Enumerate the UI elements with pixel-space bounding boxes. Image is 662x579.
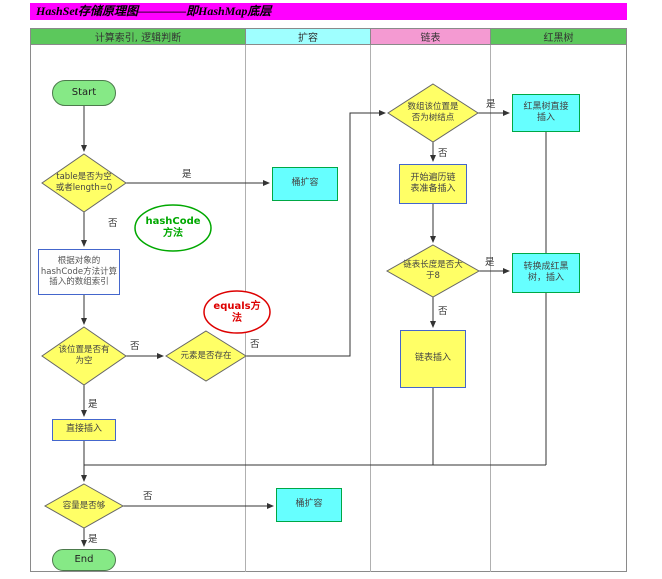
edge-label-len-yes: 是	[485, 257, 495, 268]
decision-pos-empty-label: 该位置是否有 为空	[58, 345, 110, 366]
bucket-expand-bottom-process: 桶扩容	[276, 488, 342, 522]
equals-cloud-shape	[203, 290, 271, 334]
decision-elem-exist-label: 元素是否存在	[180, 350, 232, 361]
hashcode-cloud-shape	[134, 204, 212, 252]
connector-exist-no-treecheck	[246, 110, 386, 357]
edge-label-tree-yes: 是	[486, 99, 496, 110]
traverse-list-process: 开始遍历链 表准备插入	[399, 164, 467, 204]
convert-rbt-process: 转换成红黑 树，插入	[512, 253, 580, 293]
decision-table-empty-shape	[41, 153, 127, 213]
edge-label-pos-no: 否	[130, 341, 140, 352]
rbt-insert-process: 红黑树直接 插入	[512, 94, 580, 132]
decision-list-len-shape	[385, 244, 481, 298]
edge-label-capacity-yes: 是	[88, 534, 98, 545]
decision-elem-exist-shape	[165, 330, 247, 382]
end-node: End	[52, 549, 116, 571]
diagram-title: HashSet存储原理图————即HashMap底层	[30, 3, 627, 20]
edge-label-table-no: 否	[108, 218, 118, 229]
lane-divider-3	[490, 45, 491, 572]
edge-label-table-yes: 是	[182, 169, 192, 180]
decision-list-len-label: 链表长度是否大 于8	[403, 260, 463, 281]
edge-label-len-no: 否	[438, 306, 448, 317]
direct-insert-process: 直接插入	[52, 419, 116, 441]
lane-divider-2	[370, 45, 371, 572]
compute-index-process: 根据对象的 hashCode方法计算 插入的数组索引	[38, 249, 120, 295]
start-node: Start	[52, 80, 116, 106]
list-insert-process: 链表插入	[400, 330, 466, 388]
edge-label-tree-no: 否	[438, 148, 448, 159]
decision-shapes	[41, 83, 481, 529]
connectors	[81, 106, 547, 547]
edge-label-pos-yes: 是	[88, 399, 98, 410]
hashcode-cloud-label: hashCode 方法	[145, 216, 201, 239]
decision-table-empty-label: table是否为空 或者length=0	[55, 172, 113, 193]
decision-capacity-shape	[43, 483, 125, 529]
equals-cloud-label: equals方 法	[213, 301, 261, 324]
edge-label-exist-no: 否	[250, 339, 260, 350]
decision-capacity-label: 容量是否够	[62, 500, 106, 511]
decision-tree-node-shape	[387, 83, 479, 143]
bucket-expand-top-process: 桶扩容	[272, 167, 338, 201]
edge-label-capacity-no: 否	[143, 491, 153, 502]
decision-pos-empty-shape	[41, 326, 127, 386]
decision-tree-node-label: 数组该位置是 否为树结点	[407, 102, 459, 123]
